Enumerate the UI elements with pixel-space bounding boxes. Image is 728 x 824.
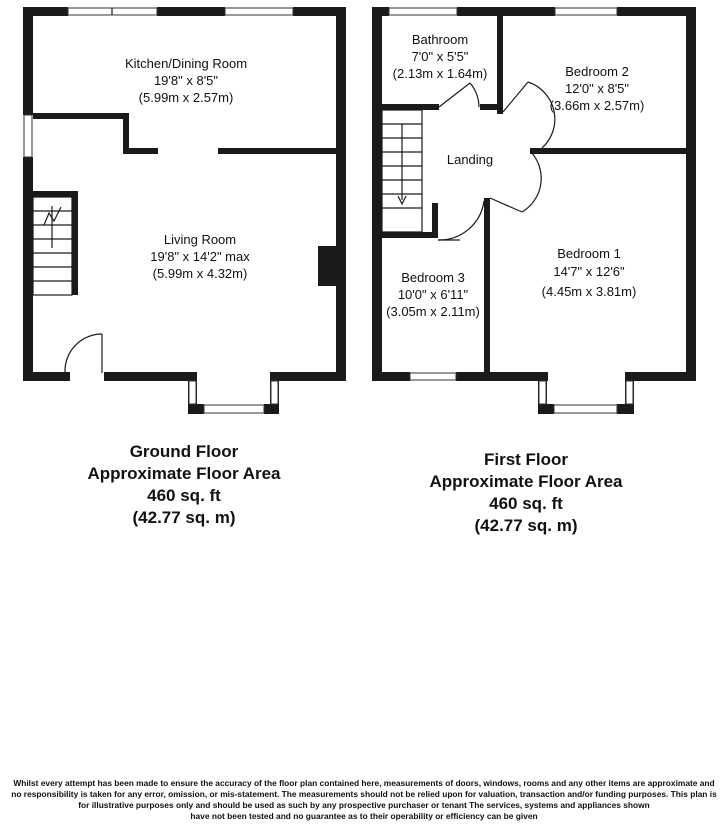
room-name: Kitchen/Dining Room: [125, 56, 247, 71]
ground-floor-plan: [23, 7, 346, 414]
room-bathroom-label: Bathroom 7'0" x 5'5" (2.13m x 1.64m): [393, 32, 488, 81]
disclaimer-line: for illustrative purposes only and shoul…: [78, 800, 650, 810]
first-floor-area-caption: First Floor Approximate Floor Area 460 s…: [402, 449, 650, 537]
ground-floor-stairs: [32, 196, 73, 296]
room-name: Living Room: [164, 232, 236, 247]
disclaimer-line: Whilst every attempt has been made to en…: [13, 778, 715, 788]
room-name: Bedroom 2: [565, 64, 629, 79]
room-living-label: Living Room 19'8" x 14'2" max (5.99m x 4…: [150, 232, 250, 281]
ground-floor-internal-walls: [33, 113, 338, 295]
room-bedroom-2-label: Bedroom 2 12'0" x 8'5" (3.66m x 2.57m): [550, 64, 645, 113]
room-metric-dimensions: (4.45m x 3.81m): [542, 284, 637, 299]
room-imperial-dimensions: 7'0" x 5'5": [412, 49, 469, 64]
first-floor-internal-walls: [382, 10, 688, 376]
room-name: Bathroom: [412, 32, 468, 47]
room-imperial-dimensions: 12'0" x 8'5": [565, 81, 629, 96]
floor-area-sqft: 460 sq. ft: [147, 486, 221, 505]
room-name: Bedroom 1: [557, 246, 621, 261]
room-bedroom-3-label: Bedroom 3 10'0" x 6'11" (3.05m x 2.11m): [386, 270, 480, 319]
room-metric-dimensions: (2.13m x 1.64m): [393, 66, 488, 81]
room-bedroom-1-label: Bedroom 1 14'7" x 12'6" (4.45m x 3.81m): [542, 246, 637, 299]
disclaimer-text: Whilst every attempt has been made to en…: [0, 778, 728, 822]
room-imperial-dimensions: 19'8" x 8'5": [154, 73, 218, 88]
disclaimer-line: have not been tested and no guarantee as…: [190, 811, 538, 821]
ground-floor-area-caption: Ground Floor Approximate Floor Area 460 …: [60, 441, 308, 529]
floor-area-sqft: 460 sq. ft: [489, 494, 563, 513]
floor-area-sqm: (42.77 sq. m): [474, 516, 578, 535]
room-metric-dimensions: (3.66m x 2.57m): [550, 98, 645, 113]
room-kitchen-dining-label: Kitchen/Dining Room 19'8" x 8'5" (5.99m …: [125, 56, 247, 105]
floor-area-subtitle: Approximate Floor Area: [87, 464, 281, 483]
disclaimer-line: no responsibility is taken for any error…: [11, 789, 717, 799]
first-floor-windows: [388, 7, 634, 414]
first-floor-plan: [372, 7, 696, 414]
room-imperial-dimensions: 14'7" x 12'6": [553, 264, 625, 279]
room-metric-dimensions: (5.99m x 4.32m): [153, 266, 248, 281]
floor-area-subtitle: Approximate Floor Area: [429, 472, 623, 491]
floor-area-sqm: (42.77 sq. m): [132, 508, 236, 527]
room-metric-dimensions: (5.99m x 2.57m): [139, 90, 234, 105]
room-imperial-dimensions: 10'0" x 6'11": [398, 287, 469, 302]
first-floor-stairs: [381, 109, 423, 233]
room-name: Landing: [447, 152, 493, 167]
floor-title: First Floor: [483, 450, 569, 469]
ground-floor-windows: [23, 7, 294, 414]
room-metric-dimensions: (3.05m x 2.11m): [386, 304, 480, 319]
front-door: [64, 333, 103, 373]
room-name: Bedroom 3: [401, 270, 465, 285]
floor-title: Ground Floor: [129, 442, 239, 461]
room-imperial-dimensions: 19'8" x 14'2" max: [150, 249, 250, 264]
first-floor-doors: [437, 81, 556, 241]
room-landing-label: Landing: [447, 152, 493, 167]
